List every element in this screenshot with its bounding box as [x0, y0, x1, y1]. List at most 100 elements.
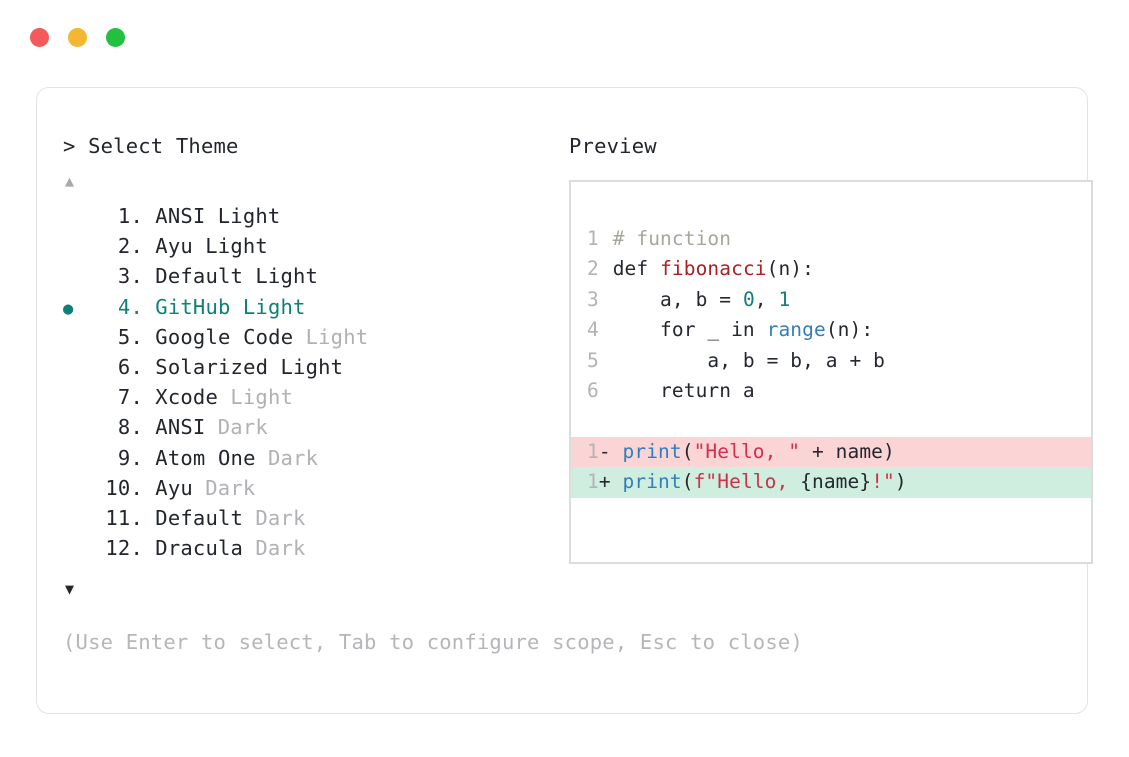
code-line: 6 return a — [571, 376, 1091, 406]
theme-mode: Light — [205, 234, 268, 259]
code-token: # function — [612, 227, 732, 250]
theme-index: 4. — [117, 294, 143, 319]
selected-bullet-icon: ● — [63, 324, 89, 354]
selected-bullet-icon: ● — [63, 233, 89, 263]
theme-name: ANSI — [155, 204, 206, 228]
theme-index: 6. — [117, 354, 143, 379]
theme-name: Dracula — [155, 536, 244, 561]
code-token: !" — [871, 470, 895, 494]
theme-list-item[interactable]: ● 7. Xcode Light — [63, 382, 533, 412]
selected-bullet-icon: ● — [63, 475, 89, 505]
code-line: 3 a, b = 0, 1 — [571, 285, 1091, 315]
theme-name: Atom One — [155, 445, 256, 470]
theme-index: 10. — [105, 475, 143, 500]
code-token: 1 — [778, 287, 791, 311]
selected-bullet-icon: ● — [63, 535, 89, 565]
selected-bullet-icon: ● — [63, 414, 89, 444]
theme-index: 3. — [117, 264, 143, 289]
minimize-button[interactable] — [68, 28, 87, 47]
scroll-down-icon[interactable]: ▼ — [65, 580, 75, 599]
theme-mode: Dark — [255, 536, 306, 561]
code-token: ( — [681, 439, 694, 463]
preview-title: Preview — [569, 134, 657, 158]
theme-selection-column: > Select Theme ▲ ●1.ANSILight●2.AyuLight… — [63, 133, 803, 655]
theme-mode: Light — [255, 264, 319, 289]
code-line-text: # function — [601, 224, 731, 254]
line-number: 5 — [587, 348, 599, 372]
theme-mode: Light — [242, 294, 306, 319]
code-token: (n): — [825, 318, 874, 342]
code-line-text: def fibonacci(n): — [601, 254, 814, 284]
theme-mode: Dark — [217, 415, 268, 440]
theme-mode: Light — [230, 385, 294, 410]
code-line-text: print("Hello, " + name) — [623, 437, 895, 467]
keyboard-hint: (Use Enter to select, Tab to configure s… — [63, 630, 803, 655]
code-token: {name} — [800, 470, 872, 494]
theme-name: Solarized — [155, 354, 269, 379]
diff-deletion-line: 1 - print("Hello, " + name) — [571, 436, 1091, 468]
theme-name: Ayu — [155, 234, 193, 259]
theme-index: 8. — [117, 415, 143, 440]
code-line: 4 for _ in range(n): — [571, 315, 1091, 345]
theme-index: 11. — [105, 505, 143, 530]
code-token: (n): — [766, 257, 814, 281]
line-number: 1 — [587, 470, 599, 494]
selected-bullet-icon: ● — [63, 298, 74, 319]
code-line-text: print(f"Hello, {name}!") — [623, 467, 907, 497]
diff-sign: - — [587, 439, 623, 463]
code-token: print — [622, 470, 682, 494]
scroll-up-icon[interactable]: ▲ — [65, 172, 75, 190]
code-token: ) — [894, 470, 907, 494]
theme-list-item[interactable]: ● 3. Default Light — [63, 261, 533, 291]
theme-name: Default — [155, 264, 244, 289]
code-token: f"Hello, — [693, 470, 801, 494]
line-number: 4 — [587, 318, 599, 342]
theme-index: 7. — [117, 385, 143, 410]
line-number: 1 — [587, 227, 599, 250]
line-number: 1 — [587, 439, 599, 463]
theme-mode: Dark — [267, 445, 319, 470]
code-token: print — [622, 439, 682, 463]
code-token: range — [766, 318, 826, 342]
code-token: , — [754, 287, 779, 311]
code-line-text: return a — [601, 376, 755, 406]
code-token: fibonacci — [660, 257, 767, 281]
selected-bullet-icon: ● — [63, 505, 89, 535]
theme-index: 2. — [117, 234, 143, 259]
line-number: 3 — [587, 287, 599, 311]
selected-bullet-icon: ● — [63, 354, 89, 384]
theme-list-item[interactable]: ● 2. Ayu Light — [63, 231, 533, 261]
picker-columns: > Select Theme ▲ ●1.ANSILight●2.AyuLight… — [63, 133, 1093, 713]
selected-bullet-icon: ● — [63, 203, 89, 233]
theme-mode: Light — [305, 324, 369, 349]
close-button[interactable] — [30, 28, 49, 47]
code-line: 5 a, b = b, a + b — [571, 346, 1091, 376]
line-number: 6 — [587, 379, 599, 403]
theme-index: 12. — [105, 536, 143, 561]
theme-list[interactable]: ●1.ANSILight●2.AyuLight●3.DefaultLight●4… — [63, 201, 533, 563]
selected-bullet-icon: ● — [63, 263, 89, 293]
diff-sign: + — [587, 470, 623, 494]
line-number: 2 — [587, 257, 599, 281]
theme-name: Xcode — [155, 385, 219, 410]
code-token: for _ in — [612, 318, 767, 342]
maximize-button[interactable] — [106, 28, 125, 47]
theme-name: Google Code — [155, 324, 294, 349]
diff-addition-line: 1 + print(f"Hello, {name}!") — [571, 467, 1091, 498]
selected-bullet-icon: ● — [63, 384, 89, 414]
theme-list-item[interactable]: ● 12. Dracula Dark — [63, 533, 533, 563]
theme-mode: Dark — [255, 505, 306, 530]
theme-index: 1. — [117, 204, 143, 228]
